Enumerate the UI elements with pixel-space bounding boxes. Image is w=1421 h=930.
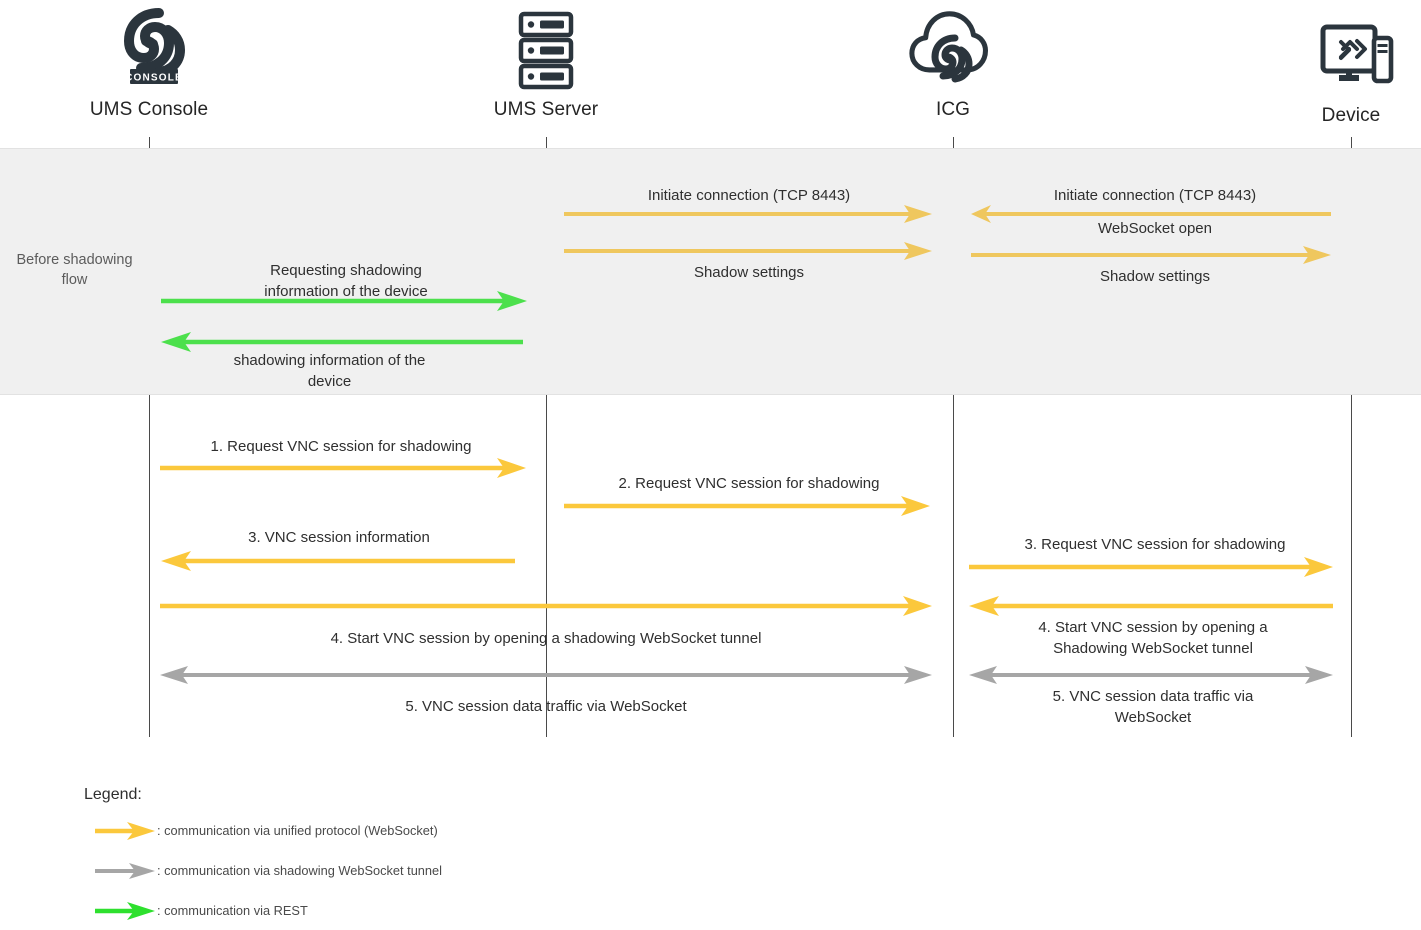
server-rack-icon [436, 8, 656, 99]
actor-ums-console: CONSOLE UMS Console [39, 6, 259, 121]
message-arrow-step-1 [160, 457, 526, 479]
legend-arrow-unified-protocol-icon [95, 821, 155, 846]
message-label-requesting-shadowing-information: Requesting shadowing information of the … [264, 262, 428, 300]
lifeline-ums-console [149, 137, 150, 737]
message-label-step-4-console-icg: 4. Start VNC session by opening a shadow… [330, 630, 762, 647]
phase-band-before-shadowing [0, 148, 1421, 395]
legend-label-unified-protocol: : communication via unified protocol (We… [157, 823, 438, 838]
actor-device: Device [1241, 18, 1421, 127]
message-label-shadowing-information-response: shadowing information of the device [233, 352, 426, 390]
message-label-step-2: 2. Request VNC session for shadowing [618, 475, 880, 492]
svg-text:CONSOLE: CONSOLE [125, 73, 183, 84]
actor-ums-server: UMS Server [436, 8, 656, 121]
actor-label-device: Device [1321, 105, 1381, 126]
message-label-step-3-session-info: 3. VNC session information [248, 529, 430, 546]
actor-label-ums-server: UMS Server [493, 99, 599, 120]
message-label-step-1: 1. Request VNC session for shadowing [210, 438, 472, 455]
message-arrow-step-4-device-icg [969, 595, 1333, 617]
message-label-shadow-settings-server-icg: Shadow settings [693, 264, 805, 281]
message-label-step-4-device-icg: 4. Start VNC session by opening a Shadow… [1038, 619, 1268, 657]
legend-item-rest: : communication via REST [95, 901, 695, 923]
legend-item-shadowing-tunnel: : communication via shadowing WebSocket … [95, 861, 695, 883]
ums-console-logo-icon: CONSOLE [39, 6, 259, 99]
actor-label-icg: ICG [935, 99, 971, 120]
message-label-step-5-console-icg: 5. VNC session data traffic via WebSocke… [405, 698, 687, 715]
message-label-step-5-icg-device: 5. VNC session data traffic via WebSocke… [1052, 688, 1254, 726]
message-label-step-3-request-device: 3. Request VNC session for shadowing [1024, 536, 1286, 553]
phase-band-label: Before shadowing flow [16, 252, 133, 288]
legend-arrow-rest-icon [95, 901, 155, 926]
legend-label-rest: : communication via REST [157, 903, 308, 918]
lifeline-icg [953, 137, 954, 737]
message-label-shadow-settings-icg-device: Shadow settings [1099, 268, 1211, 285]
message-arrow-step-3-session-info [161, 550, 515, 572]
legend-arrow-shadowing-tunnel-icon [95, 861, 155, 886]
legend-item-unified-protocol: : communication via unified protocol (We… [95, 821, 695, 843]
message-label-websocket-open: WebSocket open [1098, 220, 1212, 237]
message-arrow-step-5-icg-device [969, 664, 1333, 686]
legend-title: Legend: [84, 786, 142, 803]
lifeline-device [1351, 137, 1352, 737]
message-label-initiate-connection-device-icg: Initiate connection (TCP 8443) [1053, 187, 1257, 204]
actor-label-ums-console: UMS Console [89, 99, 209, 120]
message-arrow-step-3-request-device [969, 556, 1333, 578]
cloud-gateway-icon [843, 8, 1063, 99]
actor-icg: ICG [843, 8, 1063, 121]
lifeline-ums-server [546, 137, 547, 737]
desktop-device-icon [1241, 18, 1421, 105]
legend-label-shadowing-tunnel: : communication via shadowing WebSocket … [157, 863, 443, 878]
message-label-initiate-connection-server-icg: Initiate connection (TCP 8443) [647, 187, 851, 204]
message-arrow-step-2 [564, 495, 930, 517]
